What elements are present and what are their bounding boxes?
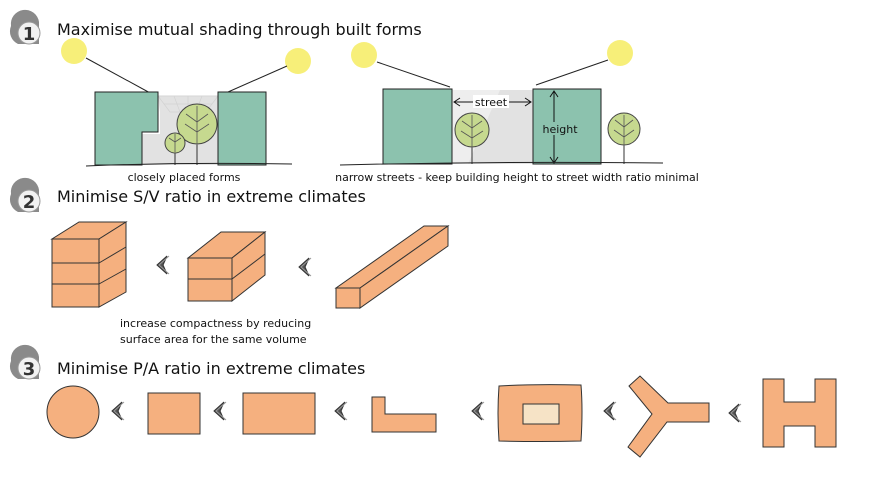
sun-icon — [607, 40, 633, 66]
sun-icon — [351, 42, 377, 68]
elongated-block-icon — [334, 225, 450, 309]
sun-icon — [61, 38, 87, 64]
caption-compactness-line-2: surface area for the same volume — [120, 333, 307, 346]
caption-compactness-line-1: increase compactness by reducing — [120, 317, 311, 330]
tree-icon — [454, 112, 490, 164]
section-3-heading: Minimise P/A ratio in extreme climates — [57, 359, 365, 378]
section-1-heading: Maximise mutual shading through built fo… — [57, 20, 422, 39]
closely-placed-forms-illustration: closely placed forms — [61, 38, 311, 184]
chevron-left-icon — [298, 257, 312, 277]
circle-plan-icon — [46, 385, 100, 439]
street-label: street — [475, 96, 508, 109]
square-plan-icon — [147, 392, 201, 435]
y-shape-plan-icon — [627, 375, 710, 458]
l-shape-plan-icon — [371, 396, 437, 433]
section-2-badge: 2 — [9, 177, 41, 213]
chevron-left-icon — [156, 255, 170, 275]
chevron-left-icon — [111, 401, 125, 421]
chevron-left-icon — [334, 401, 348, 421]
building-left — [382, 88, 453, 165]
chevron-left-icon — [213, 401, 227, 421]
chevron-left-icon — [728, 403, 742, 423]
medium-block-icon — [186, 230, 267, 303]
rectangle-plan-icon — [242, 392, 316, 435]
chevron-left-icon — [603, 401, 617, 421]
tree-icon — [164, 132, 186, 165]
section-1-badge: 1 — [9, 9, 41, 45]
h-shape-plan-icon — [762, 378, 837, 448]
building-left — [94, 91, 159, 166]
section-3: 3 Minimise P/A ratio in extreme climates — [9, 344, 837, 458]
height-label: height — [542, 123, 578, 136]
building-right — [217, 91, 267, 166]
section-1-number: 1 — [23, 24, 36, 45]
section-2-heading: Minimise S/V ratio in extreme climates — [57, 187, 366, 206]
courtyard-void — [522, 403, 560, 425]
compact-block-icon — [50, 221, 128, 308]
tree-icon — [607, 112, 641, 164]
chevron-left-icon — [471, 401, 485, 421]
caption-narrow-streets: narrow streets - keep building height to… — [335, 171, 699, 184]
tree-icon — [176, 103, 218, 165]
section-2: 2 Minimise S/V ratio in extreme climates — [9, 177, 450, 346]
section-1: 1 Maximise mutual shading through built … — [9, 9, 699, 184]
narrow-streets-illustration: street height narrow streets - keep buil… — [335, 40, 699, 184]
caption-closely-placed-forms: closely placed forms — [128, 171, 241, 184]
section-3-number: 3 — [23, 359, 36, 380]
section-2-number: 2 — [23, 192, 36, 213]
section-3-badge: 3 — [9, 344, 41, 380]
sun-icon — [285, 48, 311, 74]
